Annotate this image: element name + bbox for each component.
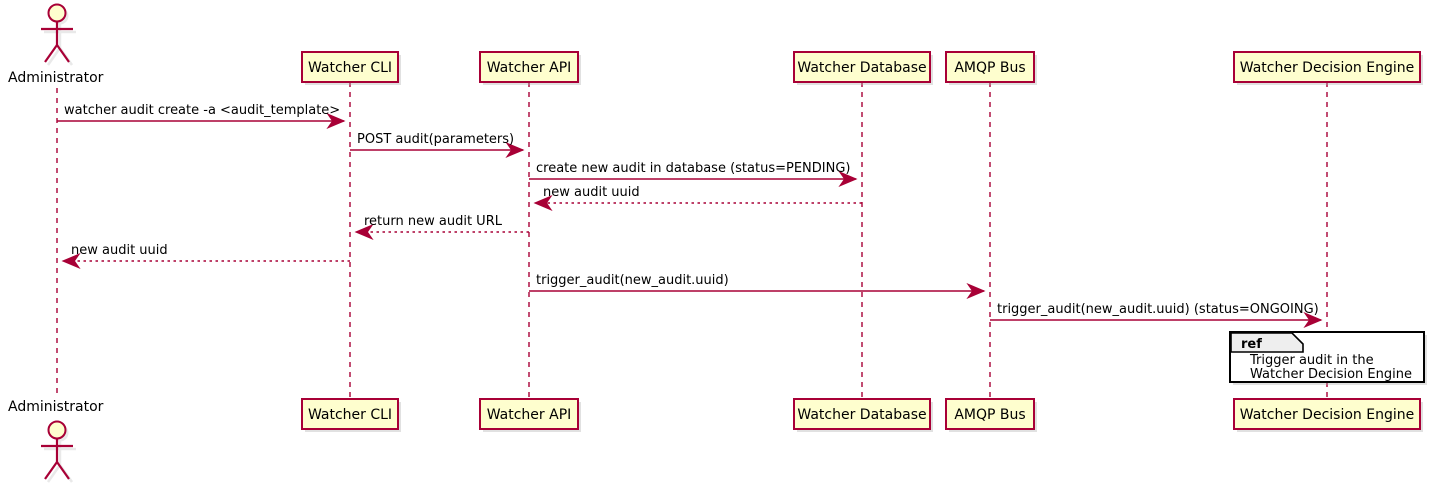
participant-box: [301, 398, 399, 430]
actor-leg-right-icon: [56, 44, 70, 63]
participant-watcher-cli-top[interactable]: Watcher CLI: [301, 51, 401, 85]
message-7[interactable]: trigger_audit(new_audit.uuid): [529, 273, 986, 299]
participant-watcher-api-bottom[interactable]: Watcher API: [479, 398, 581, 432]
participant-watcher-api-top[interactable]: Watcher API: [479, 51, 581, 85]
message-label: new audit uuid: [71, 243, 168, 258]
participant-box: [301, 51, 399, 83]
message-1[interactable]: watcher audit create -a <audit_template>: [57, 103, 346, 129]
actor-administrator-bottom[interactable]: Administrator: [8, 399, 104, 483]
actor-leg-right-icon: [56, 461, 70, 480]
message-5[interactable]: return new audit URL: [354, 214, 529, 240]
actor-leg-left-icon: [44, 44, 58, 63]
actor-leg-left-icon: [44, 461, 58, 480]
message-4[interactable]: new audit uuid: [533, 185, 862, 211]
message-label: trigger_audit(new_audit.uuid): [536, 273, 729, 288]
actor-administrator-top[interactable]: Administrator: [8, 3, 104, 87]
participant-box: [793, 398, 931, 430]
participant-box: [945, 398, 1035, 430]
participant-watcher-decision-engine-bottom[interactable]: Watcher Decision Engine: [1233, 398, 1423, 432]
actor-head-icon: [47, 420, 67, 440]
message-label: return new audit URL: [364, 214, 503, 229]
message-label: create new audit in database (status=PEN…: [536, 161, 851, 176]
participant-watcher-database-top[interactable]: Watcher Database: [793, 51, 933, 85]
participant-watcher-database-bottom[interactable]: Watcher Database: [793, 398, 933, 432]
lifelines: [56, 82, 1328, 398]
participant-watcher-decision-engine-top[interactable]: Watcher Decision Engine: [1233, 51, 1423, 85]
message-8[interactable]: trigger_audit(new_audit.uuid) (status=ON…: [990, 302, 1323, 328]
participant-label: Watcher Decision Engine: [1240, 407, 1414, 423]
message-label: watcher audit create -a <audit_template>: [64, 103, 340, 118]
participant-label: Watcher API: [487, 407, 572, 423]
participant-box: [479, 398, 579, 430]
participant-amqp-bus-top[interactable]: AMQP Bus: [945, 51, 1037, 85]
participant-box: [1233, 51, 1421, 83]
message-label: POST audit(parameters): [357, 132, 514, 147]
ref-fragment[interactable]: ref Trigger audit in the Watcher Decisio…: [1229, 331, 1427, 385]
participant-box: [945, 51, 1035, 83]
participant-label: Watcher Database: [797, 407, 926, 423]
message-label: new audit uuid: [543, 185, 640, 200]
message-2[interactable]: POST audit(parameters): [350, 132, 525, 158]
participant-amqp-bus-bottom[interactable]: AMQP Bus: [945, 398, 1037, 432]
participant-label: Watcher API: [487, 60, 572, 76]
participant-box: [793, 51, 931, 83]
participant-label: Watcher CLI: [308, 60, 392, 76]
ref-fragment-tag-label: ref: [1241, 337, 1262, 352]
actor-head-icon: [47, 3, 67, 23]
participant-label: Watcher CLI: [308, 407, 392, 423]
actor-label-administrator-bottom: Administrator: [8, 399, 104, 415]
message-6[interactable]: new audit uuid: [61, 243, 350, 269]
ref-fragment-tab: [1230, 332, 1304, 353]
participant-label: Watcher Database: [797, 60, 926, 76]
participant-watcher-cli-bottom[interactable]: Watcher CLI: [301, 398, 401, 432]
message-3[interactable]: create new audit in database (status=PEN…: [529, 161, 858, 187]
message-label: trigger_audit(new_audit.uuid) (status=ON…: [997, 302, 1319, 317]
participant-box: [1233, 398, 1421, 430]
ref-fragment-line-2: Watcher Decision Engine: [1250, 367, 1412, 382]
participant-box: [479, 51, 579, 83]
actor-label-administrator-top: Administrator: [8, 70, 104, 86]
participant-label: Watcher Decision Engine: [1240, 60, 1414, 76]
participant-label: AMQP Bus: [954, 60, 1025, 76]
ref-fragment-line-1: Trigger audit in the: [1249, 353, 1374, 368]
participant-label: AMQP Bus: [954, 407, 1025, 423]
